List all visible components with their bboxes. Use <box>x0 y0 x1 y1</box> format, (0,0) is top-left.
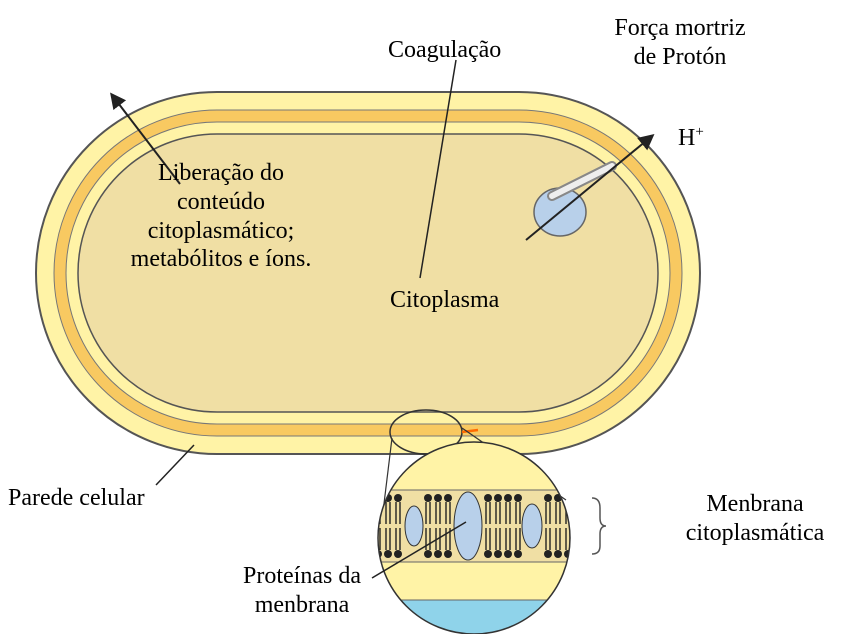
label-membrana-line2: citoplasmática <box>670 519 840 548</box>
lipid-head <box>384 550 392 558</box>
lipid-head <box>504 550 512 558</box>
lipid-head <box>564 494 572 502</box>
label-proton-motive-force: Força mortriz de Protón <box>590 14 770 72</box>
lipid-head <box>394 550 402 558</box>
label-h-sup: + <box>695 124 703 140</box>
lipid-head <box>374 494 382 502</box>
cell-wall-pointer-line <box>156 445 194 485</box>
lipid-head <box>544 550 552 558</box>
label-release-contents: Liberação do conteúdo citoplasmático; me… <box>96 159 346 274</box>
label-membrana-citoplasmatica: Menbrana citoplasmática <box>670 490 840 548</box>
lipid-head <box>444 494 452 502</box>
label-liberacao-line2: conteúdo <box>96 188 346 217</box>
label-liberacao-line4: metabólitos e íons. <box>96 245 346 274</box>
lipid-head <box>394 494 402 502</box>
lipid-head <box>424 550 432 558</box>
label-liberacao-line1: Liberação do <box>96 159 346 188</box>
label-citoplasma: Citoplasma <box>390 286 499 315</box>
label-h-base: H <box>678 125 695 151</box>
lipid-head <box>554 550 562 558</box>
lipid-head <box>434 494 442 502</box>
label-proteinas-line1: Proteínas da <box>222 562 382 591</box>
lipid-head <box>484 494 492 502</box>
lipid-head <box>514 494 522 502</box>
lipid-head <box>374 550 382 558</box>
lipid-head <box>424 494 432 502</box>
label-proteinas-line2: menbrana <box>222 591 382 620</box>
label-forca-line1: Força mortriz <box>590 14 770 43</box>
lipid-head <box>444 550 452 558</box>
label-liberacao-line3: citoplasmático; <box>96 217 346 246</box>
label-forca-line2: de Protón <box>590 43 770 72</box>
lipid-head <box>494 494 502 502</box>
lipid-head <box>544 494 552 502</box>
lipid-head <box>494 550 502 558</box>
membrane-brace <box>592 498 606 554</box>
label-parede-celular: Parede celular <box>8 484 145 513</box>
label-coagulacao: Coagulação <box>388 36 501 65</box>
lipid-head <box>504 494 512 502</box>
lipid-head <box>484 550 492 558</box>
lipid-head <box>514 550 522 558</box>
magnified-membrane <box>370 440 580 634</box>
label-proteinas-membrana: Proteínas da menbrana <box>222 562 382 620</box>
label-membrana-line1: Menbrana <box>670 490 840 519</box>
lipid-head <box>434 550 442 558</box>
label-h-plus: H+ <box>678 124 704 153</box>
